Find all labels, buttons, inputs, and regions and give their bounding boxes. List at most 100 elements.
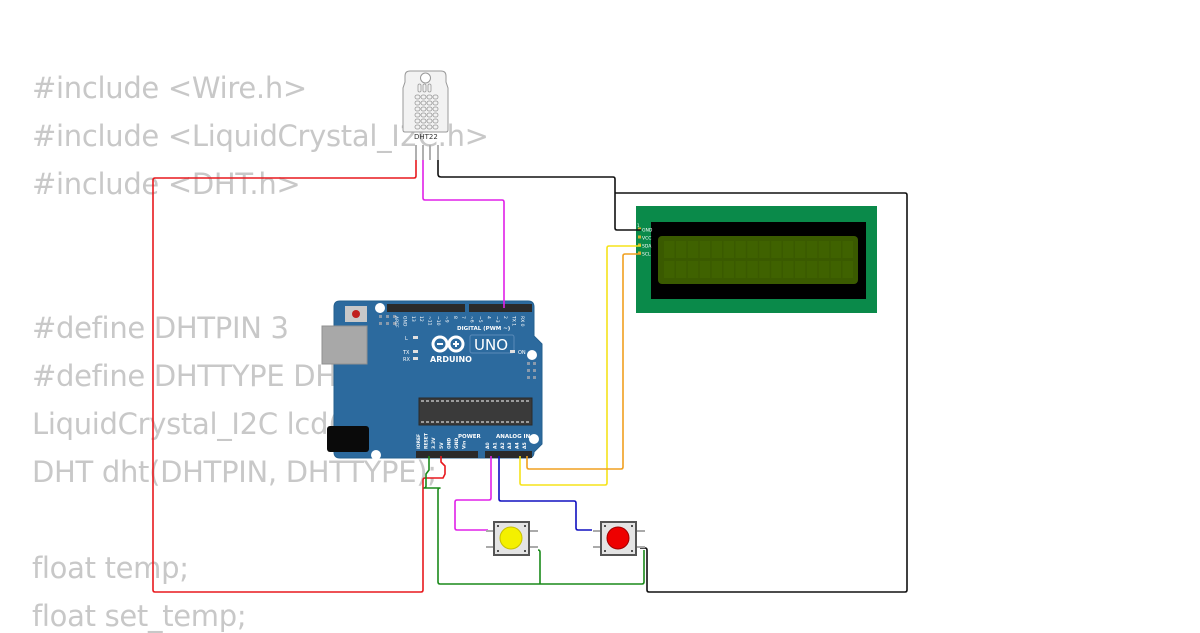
lcd-cell (818, 241, 830, 258)
digital-header-label: DIGITAL (PWM ~) (457, 326, 511, 332)
lcd-pin-label: SDA (642, 244, 652, 250)
lcd-cell (687, 241, 699, 258)
code-line: DHT dht(DHTPIN, DHTTYPE); (32, 455, 437, 489)
digital-pin-label: ~6 (469, 316, 475, 323)
digital-pin-label: 2 (502, 316, 508, 319)
mounting-hole (371, 450, 381, 460)
lcd-pin[interactable] (638, 227, 641, 231)
lcd-cell (675, 241, 687, 258)
lcd-pin-label: GND (642, 228, 653, 234)
lcd-cell (806, 241, 818, 258)
power-analog-pin-label: A0 (485, 442, 491, 449)
digital-header-right[interactable] (469, 304, 532, 312)
digital-pin-label: 13 (410, 316, 416, 322)
wires (152, 160, 908, 593)
lcd-pin[interactable] (638, 251, 641, 255)
lcd-cell (759, 261, 770, 278)
wire-orange-scl[interactable] (526, 253, 641, 470)
board-model-label: UNO (474, 336, 508, 354)
lcd-cell (842, 261, 853, 278)
pushbutton-red[interactable] (593, 521, 645, 556)
arduino-uno-board[interactable]: UNO ARDUINO DIGITAL (PWM ~) POWER ANALOG… (321, 300, 543, 460)
board-brand-label: ARDUINO (430, 355, 472, 364)
digital-pin-label: 12 (418, 316, 424, 322)
power-analog-pin-label: A5 (522, 442, 528, 449)
pushbutton-red-cap[interactable] (606, 526, 630, 550)
power-analog-pin-label: A2 (500, 442, 506, 449)
wire-black-gnd[interactable] (437, 160, 641, 231)
lcd-cell (711, 241, 723, 258)
lcd-cell (783, 241, 794, 258)
dht22-sensor[interactable]: DHT22 (402, 70, 449, 160)
led-tx-label: TX (402, 350, 410, 356)
pushbutton-yellow[interactable] (486, 521, 538, 556)
power-analog-pin-label: GND (446, 438, 452, 449)
digital-pin-label: ~3 (494, 316, 500, 323)
led-on (510, 350, 515, 353)
lcd-cell (771, 261, 782, 278)
digital-pin-label: ~9 (443, 316, 449, 323)
lcd-cell (806, 261, 818, 278)
lcd-cell (699, 261, 711, 278)
wire-magenta-a0[interactable] (454, 456, 492, 531)
digital-pin-label: ~10 (435, 316, 441, 326)
lcd-cell (747, 261, 758, 278)
power-analog-pin-label: A1 (492, 442, 498, 449)
lcd-pin-label: VCC (642, 236, 651, 242)
pushbutton-yellow-cap[interactable] (499, 526, 523, 550)
power-analog-pin-label: A4 (515, 442, 521, 449)
power-label: POWER (458, 434, 482, 440)
lcd-cell (723, 241, 734, 258)
lcd-pin[interactable] (638, 243, 641, 247)
led-l (413, 336, 418, 339)
lcd-cell (735, 241, 746, 258)
digital-header-left[interactable] (387, 304, 465, 312)
atmega-chip (418, 397, 533, 426)
power-header[interactable] (416, 451, 478, 458)
lcd-cell (687, 261, 699, 278)
usb-port (321, 325, 368, 365)
mounting-hole (529, 434, 539, 444)
wire-red-vcc[interactable] (152, 160, 446, 593)
power-analog-pin-label: 5V (439, 442, 445, 449)
led-l-label: L (405, 336, 408, 342)
led-rx (413, 357, 418, 360)
mounting-hole (527, 350, 537, 360)
code-line: #include <DHT.h> (32, 167, 301, 201)
wire-magenta-data[interactable] (422, 160, 505, 308)
power-jack (327, 426, 369, 452)
lcd-cell (783, 261, 794, 278)
lcd-cell (794, 261, 806, 278)
wire-blue-a1[interactable] (498, 456, 592, 531)
power-analog-pin-label: 3.3V (431, 437, 437, 449)
digital-pin-label: AREF (393, 316, 399, 328)
led-rx-label: RX (403, 357, 410, 363)
lcd-cell (664, 241, 675, 258)
lcd-cell (759, 241, 770, 258)
lcd-pin[interactable] (638, 235, 641, 239)
lcd-character-cells (664, 241, 853, 278)
arduino-logo-icon (431, 335, 465, 353)
lcd-cell (675, 261, 687, 278)
lcd-cell (771, 241, 782, 258)
icsp-header (379, 315, 536, 379)
digital-pin-label: GND (401, 316, 407, 327)
lcd-cell (699, 241, 711, 258)
lcd-cell (735, 261, 746, 278)
wire-green-gnd[interactable] (423, 456, 645, 585)
reset-button-cap (352, 310, 360, 318)
wire-yellow-sda[interactable] (519, 245, 641, 486)
digital-pin-label: ~11 (427, 316, 433, 326)
wire-black-gnd-loop[interactable] (615, 192, 908, 593)
analog-header[interactable] (485, 451, 532, 458)
wire-green-branch[interactable] (537, 549, 541, 584)
mounting-hole (375, 303, 385, 313)
lcd-cell (711, 261, 723, 278)
power-analog-pin-label: GND (454, 438, 460, 449)
led-tx (413, 350, 418, 353)
